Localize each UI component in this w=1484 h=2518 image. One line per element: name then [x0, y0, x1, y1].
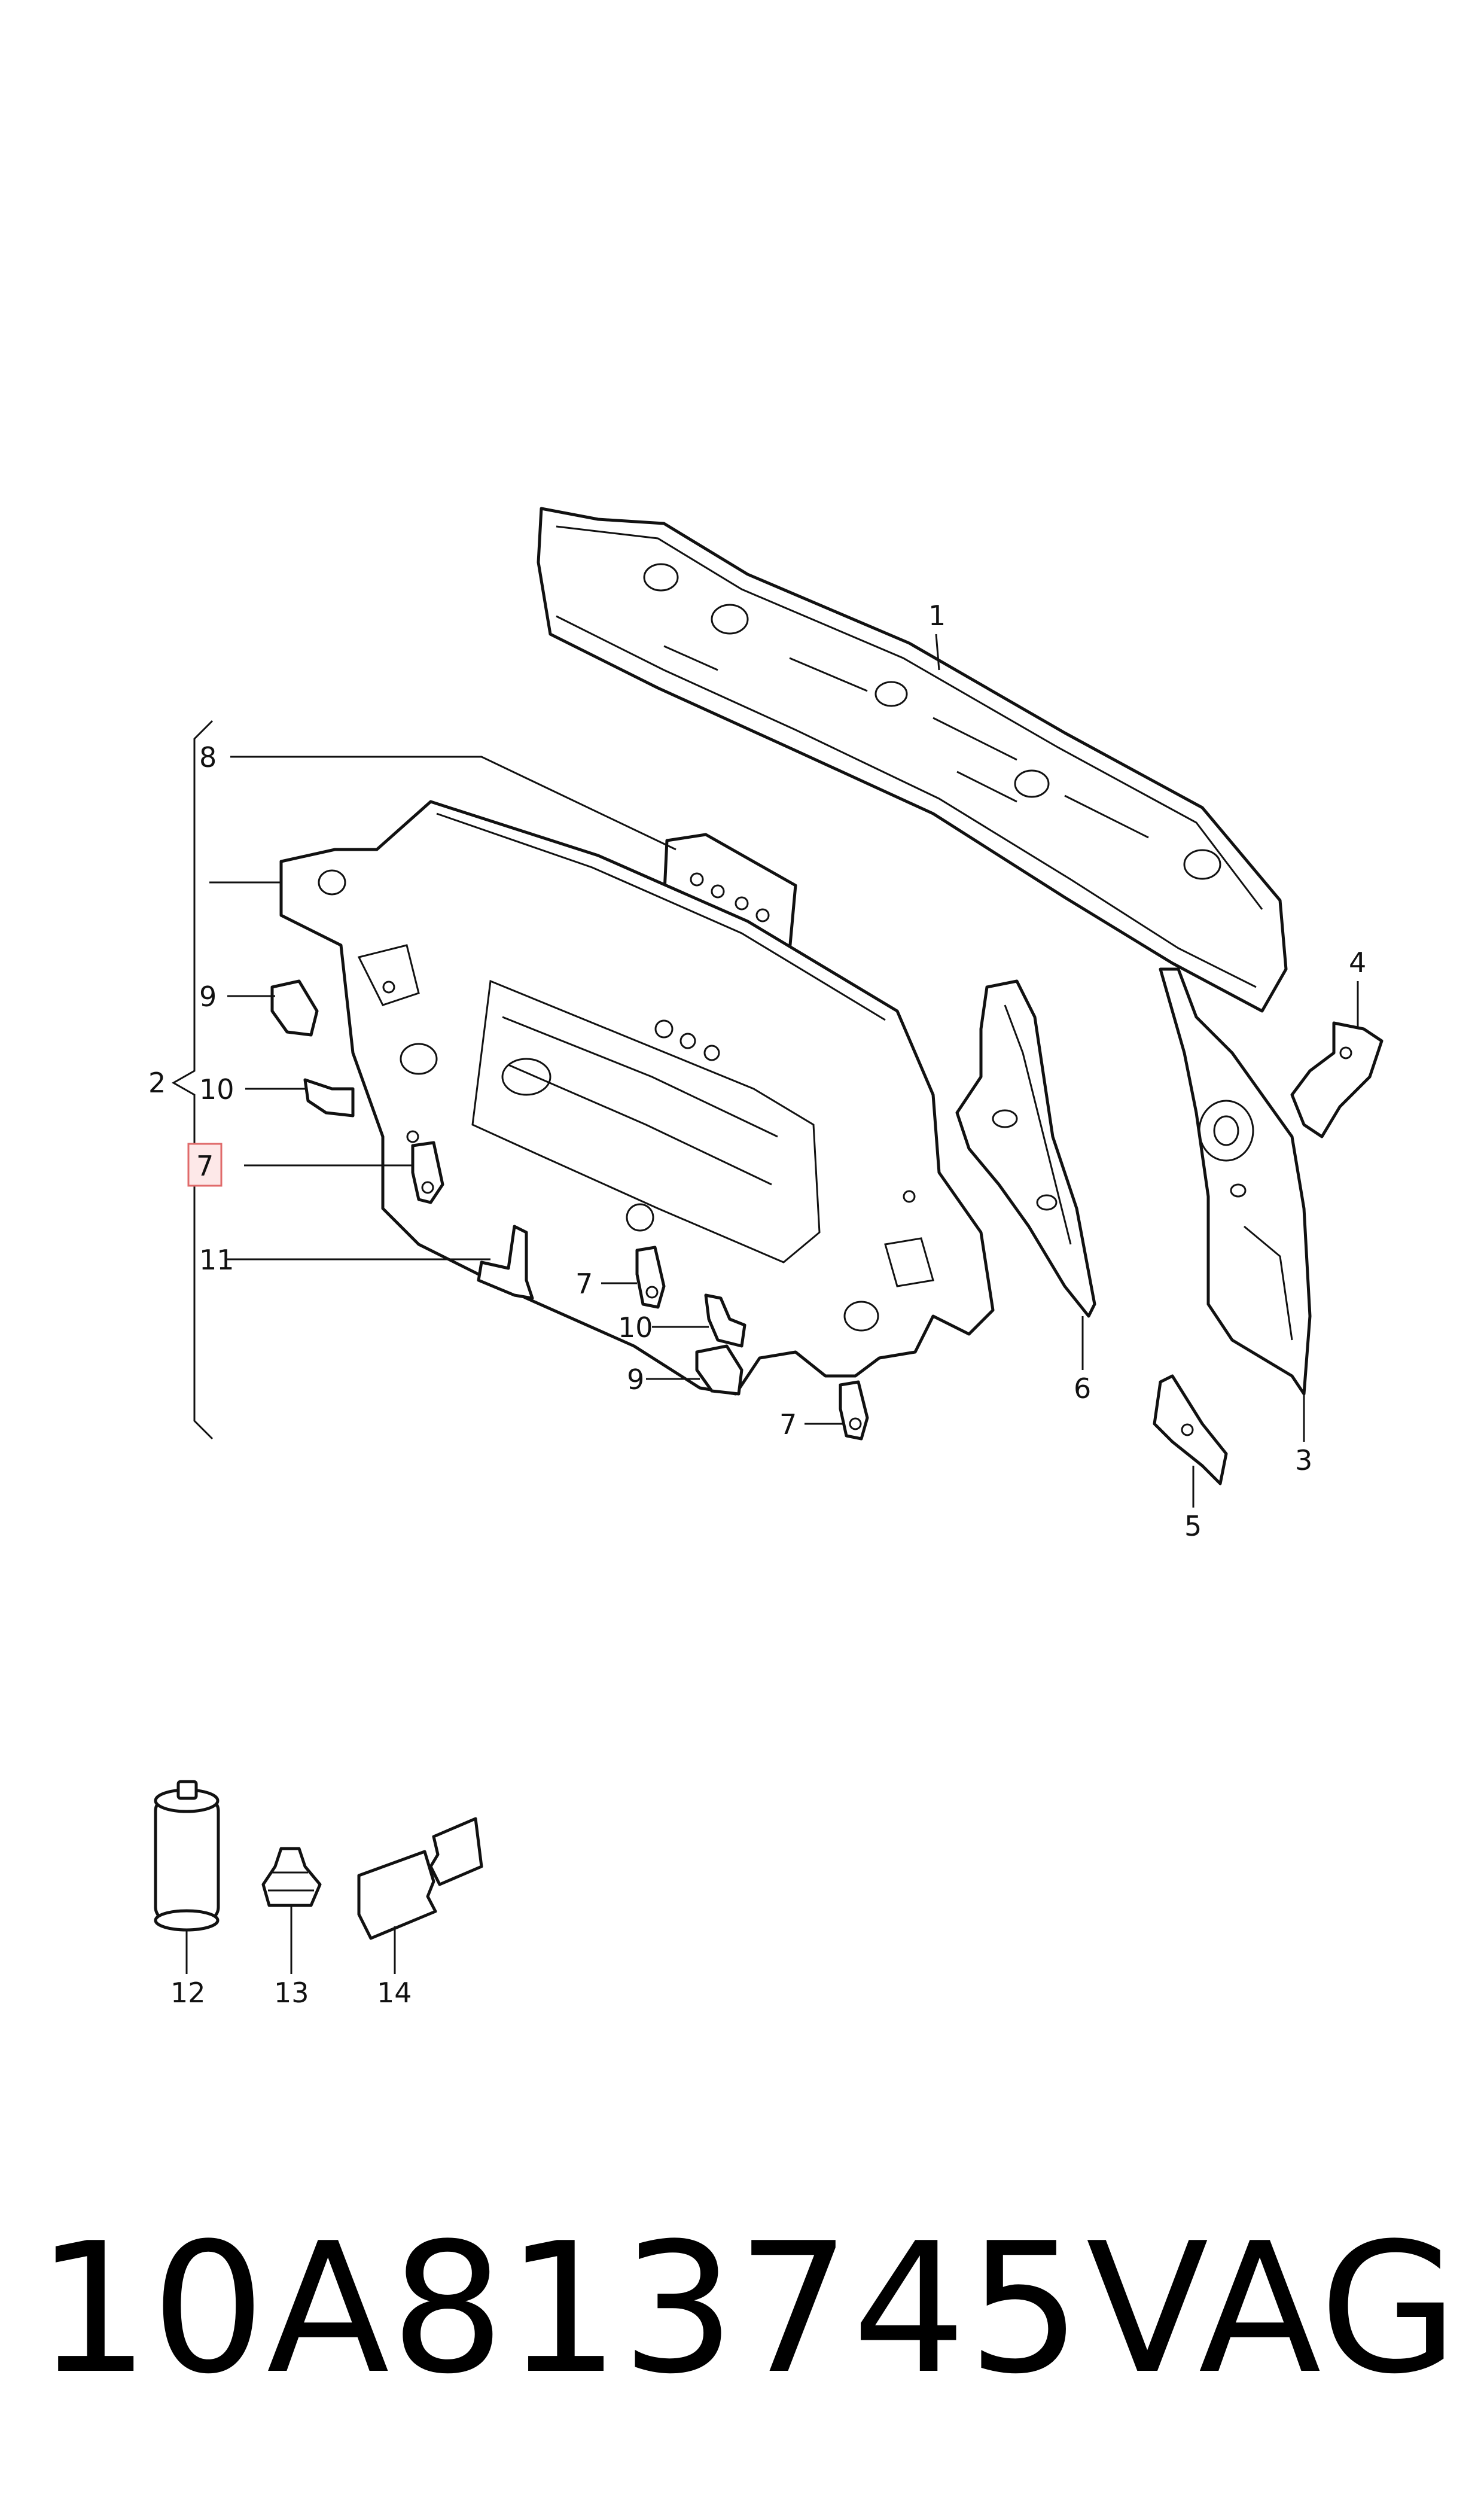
callout-7-highlight [187, 1143, 223, 1187]
group-bracket-2 [171, 720, 214, 1440]
part-7-clip-left[interactable] [411, 1141, 444, 1204]
callout-1[interactable]: 1 [928, 599, 946, 632]
callout-9-left[interactable]: 9 [199, 981, 217, 1013]
callout-7-left[interactable]: 7 [196, 1150, 214, 1182]
part-10-clip-middle[interactable] [704, 1293, 746, 1348]
footer: 10A813745 VAG [36, 2213, 1459, 2405]
callout-5[interactable]: 5 [1184, 1510, 1202, 1542]
part-11-bracket[interactable] [477, 1225, 534, 1300]
callout-8[interactable]: 8 [199, 741, 217, 774]
callout-11[interactable]: 11 [199, 1244, 234, 1276]
leader-lines [185, 634, 1359, 1974]
part-5-gusset[interactable] [1153, 1374, 1228, 1485]
part-9-clip-left[interactable] [270, 979, 319, 1037]
callout-13[interactable]: 13 [274, 1977, 309, 2009]
callout-7-lower[interactable]: 7 [779, 1408, 797, 1441]
callout-2[interactable]: 2 [148, 1067, 166, 1099]
part-1-cross-member[interactable] [537, 507, 1288, 1013]
part-9-clip-middle[interactable] [695, 1344, 743, 1396]
callout-9-middle[interactable]: 9 [627, 1363, 644, 1396]
part-4-bracket[interactable] [1290, 1021, 1384, 1138]
part-2-rear-panel[interactable] [279, 800, 995, 1396]
part-7-clip-lower[interactable] [839, 1380, 869, 1441]
callout-10-middle[interactable]: 10 [618, 1311, 653, 1344]
part-12-sealant-tube[interactable] [154, 1780, 220, 1932]
part-10-clip-left[interactable] [303, 1078, 355, 1118]
part-6-side-member[interactable] [955, 979, 1096, 1318]
callout-4[interactable]: 4 [1349, 946, 1366, 979]
part-7-clip-middle[interactable] [635, 1246, 666, 1309]
part-14-damping-pad[interactable] [357, 1817, 483, 1940]
callout-14[interactable]: 14 [377, 1977, 412, 2009]
callout-10-left[interactable]: 10 [199, 1073, 234, 1106]
part-13-plug[interactable] [261, 1847, 322, 1907]
callout-6[interactable]: 6 [1074, 1372, 1091, 1405]
part-number: 10A813745 [36, 2205, 1083, 2413]
callout-labels: 1 8 2 9 10 7 11 7 10 9 7 6 3 4 5 12 13 1… [148, 599, 1366, 2009]
callout-3[interactable]: 3 [1295, 1444, 1312, 1476]
brand-name: VAG [1086, 2205, 1459, 2413]
callout-7-middle[interactable]: 7 [575, 1268, 593, 1300]
callout-12[interactable]: 12 [170, 1977, 206, 2009]
part-3-corner-panel[interactable] [1159, 967, 1312, 1396]
